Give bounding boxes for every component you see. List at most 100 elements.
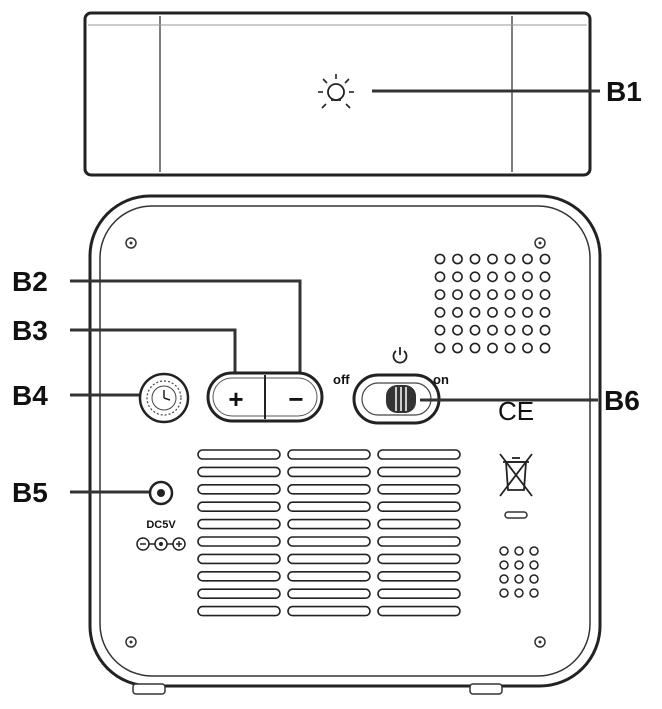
volume-buttons[interactable] <box>206 371 324 423</box>
speaker-hole <box>504 342 516 354</box>
vent-hole <box>529 546 539 556</box>
vent-slot <box>377 518 461 530</box>
speaker-hole <box>469 271 481 283</box>
vent-slot <box>377 449 461 460</box>
callout-b6: B6 <box>604 385 640 416</box>
switch-off-label: off <box>333 372 350 387</box>
vent-slot <box>377 483 461 495</box>
ce-mark: CE <box>498 396 534 426</box>
vent-slot <box>287 605 371 617</box>
light-bulb-icon <box>318 74 354 109</box>
speaker-hole <box>504 271 516 283</box>
speaker-hole <box>504 324 516 336</box>
speaker-hole <box>504 289 516 300</box>
vent-slot <box>287 570 371 582</box>
speaker-hole <box>539 271 551 283</box>
vent-slot <box>377 570 461 582</box>
speaker-hole <box>487 271 498 283</box>
device-top-view <box>83 11 592 177</box>
vent-slot <box>377 553 461 565</box>
vent-holes <box>499 546 539 598</box>
speaker-hole <box>469 289 481 300</box>
vent-hole <box>499 560 509 570</box>
speaker-hole <box>539 289 551 300</box>
dc-jack-label: DC5V <box>146 519 176 531</box>
speaker-hole <box>539 253 551 265</box>
speaker-hole <box>434 253 446 265</box>
vent-slot <box>197 588 281 600</box>
vent-slot <box>287 553 371 565</box>
vent-slot <box>377 536 461 547</box>
leader-line-b2 <box>70 279 302 372</box>
vent-slot <box>377 605 461 617</box>
switch-on-label: on <box>433 372 449 387</box>
vent-slot <box>377 466 461 478</box>
speaker-hole <box>452 306 463 318</box>
speaker-hole <box>522 324 533 336</box>
speaker-hole <box>469 306 481 318</box>
vent-slot <box>197 570 281 582</box>
dc-power-jack[interactable] <box>148 480 174 506</box>
power-icon <box>392 347 408 364</box>
clock-icon[interactable] <box>138 372 190 424</box>
speaker-hole <box>452 289 463 300</box>
vent-hole <box>529 574 539 584</box>
vent-slot <box>197 449 281 460</box>
speaker-hole <box>452 253 463 265</box>
vent-hole <box>514 574 524 584</box>
vent-slot <box>197 466 281 478</box>
vent-slot <box>197 605 281 617</box>
screw-bottom-left <box>125 636 137 648</box>
plus-button[interactable]: + <box>228 384 243 414</box>
vent-slots <box>197 449 461 617</box>
vent-hole <box>499 588 509 598</box>
speaker-hole <box>434 324 446 336</box>
vent-hole <box>514 588 524 598</box>
screw-bottom-right <box>534 636 546 648</box>
speaker-hole <box>522 271 533 283</box>
speaker-hole <box>539 324 551 336</box>
vent-slot <box>287 466 371 478</box>
vent-hole <box>499 574 509 584</box>
speaker-hole <box>487 289 498 300</box>
vent-slot <box>377 501 461 513</box>
vent-hole <box>529 588 539 598</box>
vent-hole <box>514 546 524 556</box>
speaker-hole <box>487 306 498 318</box>
vent-slot <box>287 536 371 547</box>
speaker-hole <box>539 306 551 318</box>
vent-slot <box>197 553 281 565</box>
callout-b3: B3 <box>12 315 48 346</box>
speaker-hole <box>469 324 481 336</box>
power-switch[interactable] <box>352 373 441 425</box>
speaker-hole <box>434 342 446 354</box>
speaker-hole <box>487 253 498 265</box>
callout-b1: B1 <box>606 76 642 107</box>
screw-top-right <box>534 237 546 249</box>
speaker-hole <box>522 289 533 300</box>
vent-slot <box>197 501 281 513</box>
speaker-hole <box>452 324 463 336</box>
crossed-out-bin-icon <box>499 453 533 519</box>
vent-slot <box>287 518 371 530</box>
speaker-hole <box>434 289 446 300</box>
vent-slot <box>287 449 371 460</box>
vent-slot <box>197 483 281 495</box>
callout-b4: B4 <box>12 380 48 411</box>
speaker-hole <box>434 271 446 283</box>
callout-b2: B2 <box>12 266 48 297</box>
speaker-hole <box>522 342 533 354</box>
speaker-hole <box>487 342 498 354</box>
speaker-hole <box>452 271 463 283</box>
speaker-hole <box>434 306 446 318</box>
speaker-hole <box>487 324 498 336</box>
device-back-panel <box>88 194 602 695</box>
speaker-hole <box>469 253 481 265</box>
minus-button[interactable]: − <box>288 384 303 414</box>
vent-slot <box>287 501 371 513</box>
speaker-hole <box>452 342 463 354</box>
vent-hole <box>529 560 539 570</box>
vent-slot <box>377 588 461 600</box>
speaker-hole <box>504 253 516 265</box>
